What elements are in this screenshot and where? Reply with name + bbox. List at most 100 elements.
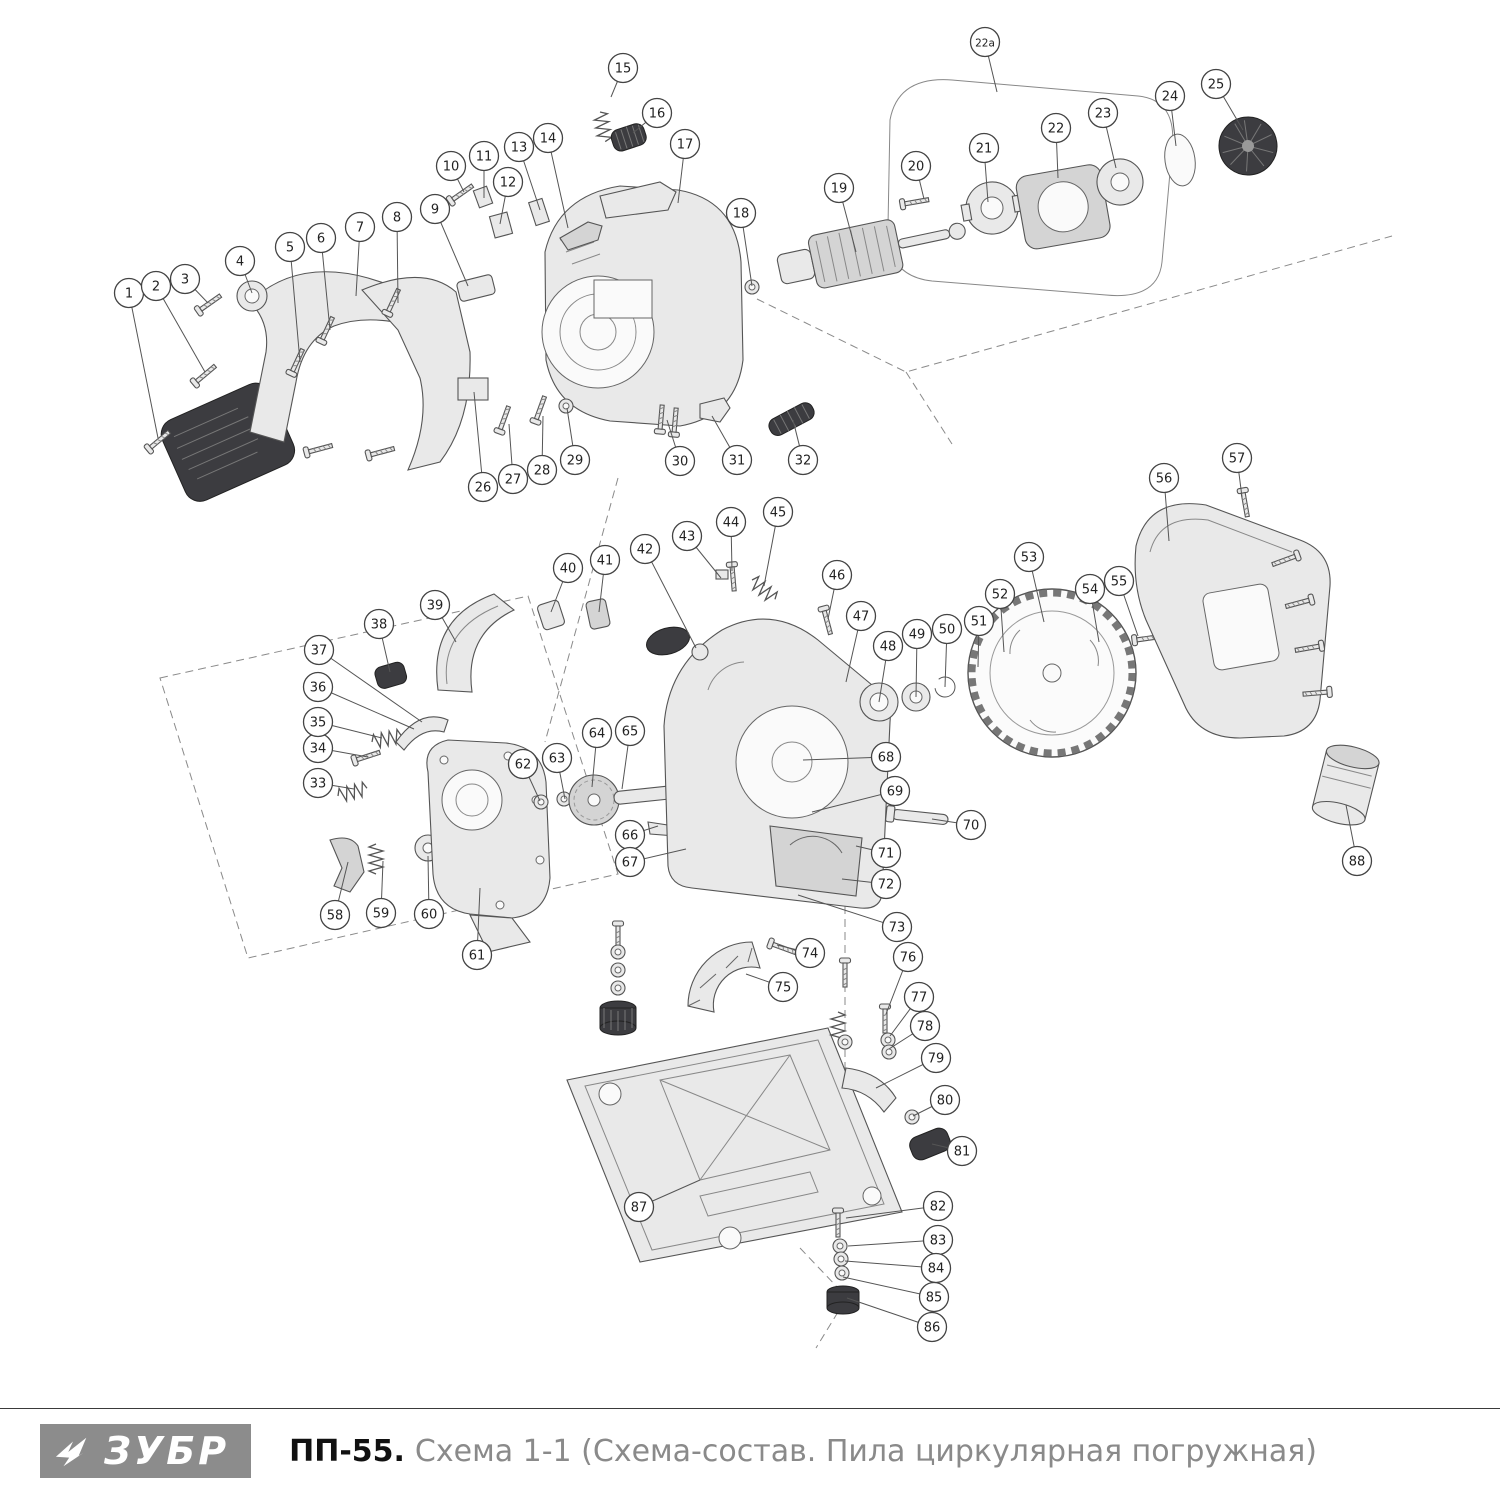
svg-text:44: 44	[723, 516, 740, 531]
bottom-fasteners	[826, 1207, 860, 1315]
gear-housing	[426, 739, 551, 953]
svg-text:76: 76	[900, 951, 917, 966]
svg-text:63: 63	[549, 752, 566, 767]
callout-25: 25	[1200, 68, 1244, 131]
svg-text:17: 17	[677, 138, 694, 153]
svg-text:15: 15	[615, 62, 632, 77]
svg-text:43: 43	[679, 530, 696, 545]
svg-text:49: 49	[909, 628, 926, 643]
callout-65: 65	[614, 715, 646, 790]
svg-text:25: 25	[1208, 78, 1225, 93]
footer-divider	[0, 1408, 1500, 1409]
svg-text:81: 81	[954, 1145, 971, 1160]
svg-text:24: 24	[1162, 90, 1179, 105]
callout-8: 8	[381, 201, 413, 304]
svg-text:3: 3	[181, 273, 189, 288]
svg-text:79: 79	[928, 1052, 945, 1067]
callout-27: 27	[497, 423, 529, 495]
svg-text:16: 16	[649, 107, 666, 122]
svg-text:52: 52	[992, 588, 1009, 603]
callout-73: 73	[797, 894, 913, 943]
svg-text:35: 35	[310, 716, 327, 731]
callout-43: 43	[671, 520, 722, 579]
svg-text:5: 5	[286, 241, 294, 256]
callout-74: 74	[776, 937, 826, 969]
callout-60: 60	[413, 855, 445, 930]
callout-72: 72	[841, 868, 902, 900]
svg-text:2: 2	[152, 280, 160, 295]
callout-12: 12	[492, 166, 524, 225]
svg-text:1: 1	[125, 287, 133, 302]
callout-79: 79	[875, 1042, 952, 1089]
saw-blade	[967, 588, 1137, 758]
svg-text:40: 40	[560, 562, 577, 577]
bearing-bracket	[960, 181, 1024, 235]
handle-half	[361, 276, 471, 471]
callout-78: 78	[888, 1010, 941, 1050]
callout-34: 34	[302, 732, 369, 764]
callout-36: 36	[302, 671, 415, 730]
svg-text:54: 54	[1082, 583, 1099, 598]
callout-3: 3	[169, 263, 209, 304]
exploded-diagram: 1234567891011121314151617181920212222a23…	[113, 26, 1393, 1349]
callout-2: 2	[140, 270, 206, 373]
svg-text:48: 48	[880, 640, 897, 655]
callout-9: 9	[419, 193, 469, 287]
blade-guard-cover	[1134, 486, 1334, 739]
callout-7: 7	[344, 211, 376, 297]
clamp-parts	[329, 834, 442, 893]
brand-name: ЗУБР	[104, 1429, 230, 1473]
svg-text:6: 6	[317, 232, 325, 247]
callout-50: 50	[931, 613, 963, 688]
svg-text:88: 88	[1349, 855, 1366, 870]
svg-text:64: 64	[589, 727, 606, 742]
svg-text:83: 83	[930, 1234, 947, 1249]
svg-text:22a: 22a	[975, 38, 995, 50]
footer: ЗУБР ПП-55. Схема 1-1 (Схема-состав. Пил…	[40, 1424, 1460, 1478]
svg-text:60: 60	[421, 908, 438, 923]
callout-28: 28	[526, 415, 558, 486]
callout-88: 88	[1341, 804, 1373, 877]
svg-text:39: 39	[427, 599, 444, 614]
svg-text:47: 47	[853, 610, 870, 625]
schema-title: ПП-55. Схема 1-1 (Схема-состав. Пила цир…	[289, 1434, 1317, 1469]
svg-text:21: 21	[976, 142, 993, 157]
callout-35: 35	[302, 706, 383, 739]
callout-19: 19	[823, 172, 857, 253]
cable-gland	[768, 402, 815, 437]
callout-23: 23	[1087, 97, 1119, 169]
svg-text:11: 11	[476, 150, 493, 165]
svg-text:87: 87	[631, 1201, 648, 1216]
svg-text:51: 51	[971, 615, 988, 630]
svg-text:4: 4	[236, 255, 244, 270]
motor-housing	[541, 181, 744, 427]
svg-text:42: 42	[637, 543, 654, 558]
svg-text:73: 73	[889, 921, 906, 936]
callout-80: 80	[912, 1084, 961, 1117]
svg-text:50: 50	[939, 623, 956, 638]
callout-37: 37	[303, 634, 423, 723]
callout-20: 20	[900, 150, 932, 200]
callout-41: 41	[589, 544, 621, 613]
callout-22a: 22a	[969, 26, 1001, 93]
callout-87: 87	[623, 1179, 701, 1223]
callout-31: 31	[711, 415, 753, 476]
svg-text:56: 56	[1156, 472, 1173, 487]
svg-text:18: 18	[733, 207, 750, 222]
svg-text:82: 82	[930, 1200, 947, 1215]
depth-rod	[885, 805, 949, 825]
svg-text:68: 68	[878, 751, 895, 766]
callout-53: 53	[1013, 541, 1045, 623]
svg-text:8: 8	[393, 211, 401, 226]
zubr-logo-icon	[55, 1437, 87, 1467]
svg-text:7: 7	[356, 221, 364, 236]
svg-text:9: 9	[431, 203, 439, 218]
construction-lines	[159, 235, 1393, 1349]
svg-text:10: 10	[443, 160, 460, 175]
callout-83: 83	[847, 1224, 954, 1256]
callout-62: 62	[507, 748, 541, 802]
callout-84: 84	[844, 1252, 952, 1284]
svg-text:66: 66	[622, 829, 639, 844]
callout-22: 22	[1040, 112, 1072, 179]
callout-42: 42	[629, 533, 697, 649]
